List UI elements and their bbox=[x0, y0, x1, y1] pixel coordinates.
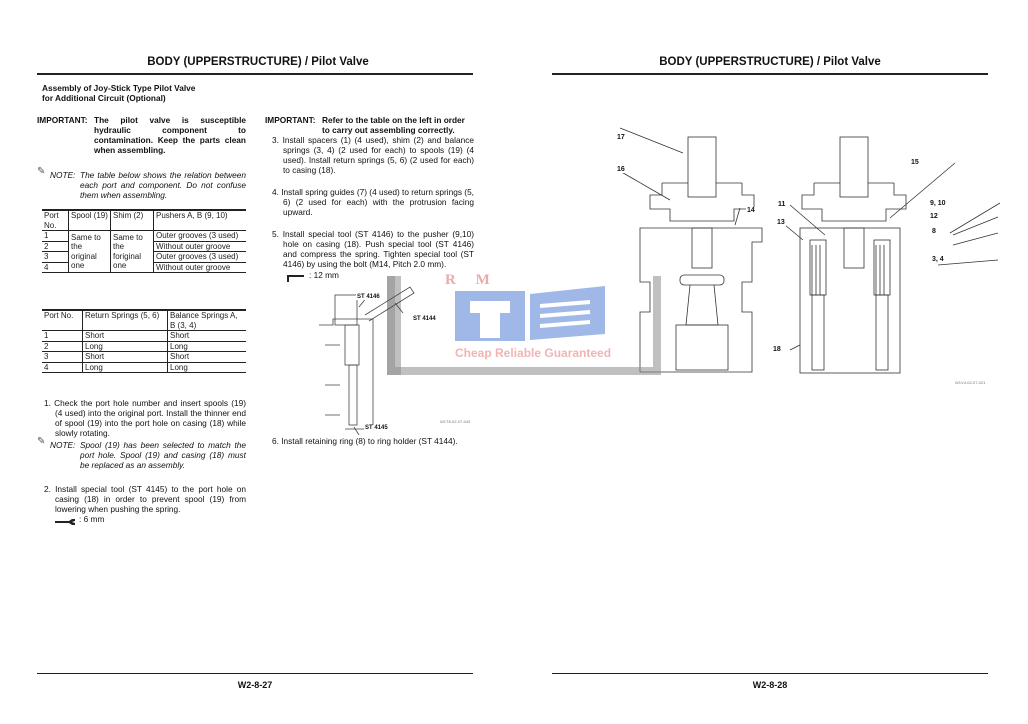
table-cell: Without outer groove bbox=[153, 262, 246, 273]
important-text: The pilot valve is susceptible hydraulic… bbox=[94, 115, 246, 155]
table-cell: Outer grooves (3 used) bbox=[153, 251, 246, 263]
table-cell: Same to the original one bbox=[68, 230, 111, 273]
note-label: NOTE: bbox=[50, 440, 76, 450]
tool-size: : 6 mm bbox=[79, 514, 105, 524]
table-cell: Short bbox=[167, 330, 246, 342]
note-label: NOTE: bbox=[50, 170, 76, 180]
tool-size: : 12 mm bbox=[309, 270, 339, 280]
callout-label: 18 bbox=[772, 346, 782, 353]
table-header: Return Springs (5, 6) bbox=[82, 309, 168, 331]
table-cell: Outer grooves (3 used) bbox=[153, 230, 246, 242]
table-header: Balance Springs A, B (3, 4) bbox=[167, 309, 246, 331]
table-cell: Same to the foriginal one bbox=[110, 230, 154, 273]
table-cell: Long bbox=[82, 341, 168, 352]
pencil-icon: ✎ bbox=[37, 166, 46, 177]
section-title-line: Assembly of Joy-Stick Type Pilot Valve bbox=[42, 83, 196, 93]
table-cell: Short bbox=[167, 351, 246, 363]
table-cell: Long bbox=[82, 362, 168, 373]
wrench-icon bbox=[54, 513, 76, 525]
table-header: Port No. bbox=[42, 209, 69, 231]
header-rule bbox=[37, 73, 473, 75]
section-title-line: for Additional Circuit (Optional) bbox=[42, 93, 166, 103]
socket-wrench-icon bbox=[287, 270, 305, 288]
step-5: 5. Install special tool (ST 4146) to the… bbox=[272, 229, 474, 269]
step-6: 6. Install retaining ring (8) to ring ho… bbox=[272, 436, 458, 446]
page-header-right: BODY (UPPERSTRUCTURE) / Pilot Valve bbox=[659, 56, 881, 68]
step-1: 1. Check the port hole number and insert… bbox=[44, 398, 246, 438]
pencil-icon: ✎ bbox=[37, 436, 46, 447]
watermark-letters: R M bbox=[445, 272, 498, 288]
callout-label: 12 bbox=[929, 213, 939, 220]
table-cell: 1 bbox=[42, 230, 69, 242]
note-text: Spool (19) has been selected to match th… bbox=[80, 440, 246, 470]
table-cell: 2 bbox=[42, 241, 69, 252]
section-title: Assembly of Joy-Stick Type Pilot Valve f… bbox=[42, 83, 195, 103]
watermark-logo-icon bbox=[455, 286, 605, 341]
table-header: Spool (19) bbox=[68, 209, 111, 231]
pilot-valve-cross-section-figure bbox=[617, 127, 1000, 374]
figure-code: W1T8-02-07-043 bbox=[440, 419, 471, 424]
callout-label: 11 bbox=[777, 201, 787, 208]
important-text: Refer to the table on the left in order … bbox=[322, 115, 465, 135]
page-header-left: BODY (UPPERSTRUCTURE) / Pilot Valve bbox=[147, 56, 369, 68]
table-cell: 2 bbox=[42, 341, 83, 352]
table-header: Pushers A, B (9, 10) bbox=[153, 209, 246, 231]
step-4: 4. Install spring guides (7) (4 used) to… bbox=[272, 187, 474, 217]
special-tool-figure bbox=[319, 286, 415, 435]
table-cell: Long bbox=[167, 341, 246, 352]
port-component-table: Port No.Spool (19)Shim (2)Pushers A, B (… bbox=[42, 209, 246, 273]
table-cell: Without outer groove bbox=[153, 241, 246, 252]
table-cell: 3 bbox=[42, 351, 83, 363]
callout-label: 14 bbox=[746, 207, 756, 214]
table-cell: Short bbox=[82, 330, 168, 342]
table-cell: 4 bbox=[42, 262, 69, 273]
table-cell: 3 bbox=[42, 251, 69, 263]
callout-label: 17 bbox=[616, 134, 626, 141]
table-cell: Short bbox=[82, 351, 168, 363]
figure-label: ST 4144 bbox=[412, 316, 437, 322]
table-header: Shim (2) bbox=[110, 209, 154, 231]
step-2: 2. Install special tool (ST 4145) to the… bbox=[44, 484, 246, 514]
footer-rule bbox=[552, 673, 988, 674]
header-rule bbox=[552, 73, 988, 75]
page-number-right: W2-8-28 bbox=[752, 680, 788, 690]
important-label: IMPORTANT: bbox=[265, 115, 316, 125]
table-cell: 4 bbox=[42, 362, 83, 373]
footer-rule bbox=[37, 673, 473, 674]
watermark-tagline: Cheap Reliable Guaranteed bbox=[455, 346, 612, 360]
note-text: The table below shows the relation betwe… bbox=[80, 170, 246, 200]
figure-label: ST 4146 bbox=[356, 294, 381, 300]
callout-label: 16 bbox=[616, 166, 626, 173]
table-header: Port No. bbox=[42, 309, 83, 331]
spring-table: Port No.Return Springs (5, 6)Balance Spr… bbox=[42, 309, 246, 373]
callout-label: 13 bbox=[776, 219, 786, 226]
figure-code: W1V4-02-07-021 bbox=[955, 380, 986, 385]
callout-label: 15 bbox=[910, 159, 920, 166]
page-number-left: W2-8-27 bbox=[237, 680, 273, 690]
figure-label: ST 4145 bbox=[364, 425, 389, 431]
important-label: IMPORTANT: bbox=[37, 115, 88, 125]
table-cell: 1 bbox=[42, 330, 83, 342]
callout-label: 3, 4 bbox=[931, 256, 945, 263]
step-3: 3. Install spacers (1) (4 used), shim (2… bbox=[272, 135, 474, 175]
table-cell: Long bbox=[167, 362, 246, 373]
callout-label: 8 bbox=[931, 228, 937, 235]
callout-label: 9, 10 bbox=[929, 200, 947, 207]
